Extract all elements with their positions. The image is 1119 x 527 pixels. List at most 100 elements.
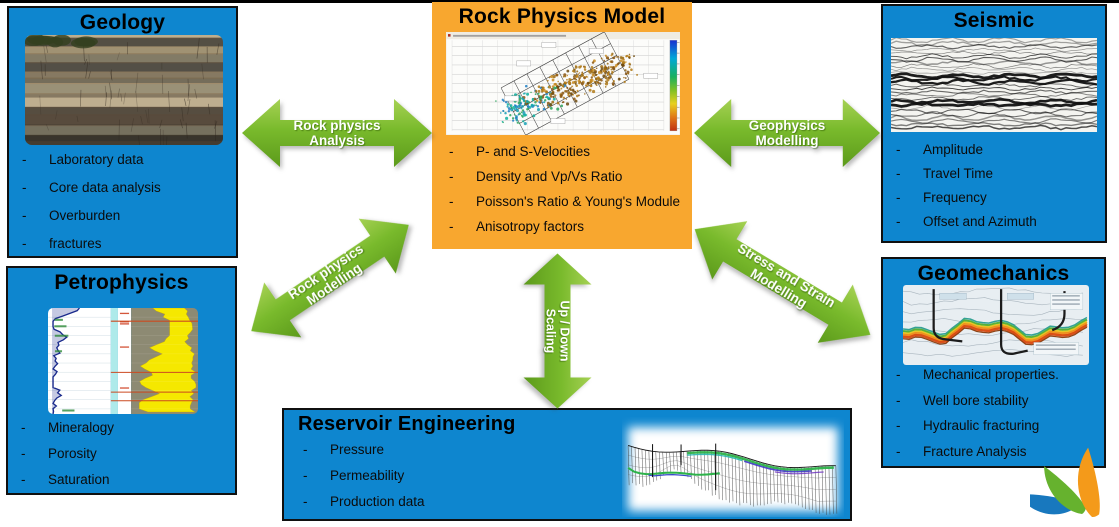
rock-physics-model-title: Rock Physics Model bbox=[458, 5, 666, 28]
list-item-text: fractures bbox=[49, 236, 102, 251]
list-item-text: Density and Vp/Vs Ratio bbox=[476, 169, 623, 184]
geology-panel: Geology - Laboratory data - Core data anal… bbox=[7, 6, 238, 258]
arrow-geophysics-modelling: Geophysics Modelling bbox=[694, 93, 880, 173]
petrophysics-panel: Petrophysics -Mineralogy - Porosity -Satu… bbox=[6, 266, 237, 495]
bullet-dash: - bbox=[22, 180, 27, 195]
three-petal-logo-icon bbox=[1015, 446, 1108, 526]
bullet-dash: - bbox=[896, 443, 901, 459]
geomechanics-title: Geomechanics bbox=[917, 262, 1070, 285]
seismic-panel: Seismic -Amplitude -Travel Time -Frequen… bbox=[881, 4, 1107, 243]
arrow-stress-strain-modelling: Stress and Strain Modelling bbox=[674, 195, 891, 369]
top-border-line bbox=[0, 0, 1119, 3]
list-item: - Permeability bbox=[300, 467, 600, 485]
seismic-section-image bbox=[891, 38, 1097, 132]
list-item: - Porosity bbox=[18, 445, 231, 463]
list-item: - Mechanical properties. bbox=[893, 366, 1100, 384]
arrow-rock-physics-modelling: Rock physics Modelling bbox=[229, 193, 430, 364]
list-item: -Mineralogy bbox=[18, 419, 231, 437]
crossplot-image bbox=[446, 32, 680, 135]
list-item-text: Fracture Analysis bbox=[923, 443, 1027, 459]
bullet-dash: - bbox=[303, 442, 308, 457]
list-item-text: Permeability bbox=[330, 468, 405, 483]
list-item: - Frequency bbox=[893, 189, 1101, 207]
list-item-text: Travel Time bbox=[923, 166, 994, 181]
list-item-text: Hydraulic fracturing bbox=[923, 418, 1040, 433]
list-item-text: Porosity bbox=[48, 446, 97, 461]
list-item: -Offset and Azimuth bbox=[893, 213, 1101, 231]
arrow-label: Up / Down Scaling bbox=[518, 254, 598, 409]
geology-title: Geology bbox=[79, 11, 166, 34]
list-item-text: Well bore stability bbox=[923, 392, 1029, 408]
company-logo bbox=[1015, 438, 1119, 526]
reservoir-engineering-panel: Reservoir Engineering - Pressure - Permeab… bbox=[282, 408, 852, 521]
bullet-dash: - bbox=[22, 152, 27, 167]
list-item-text: Mineralogy bbox=[48, 420, 115, 435]
arrow-up-down-scaling: Up / Down Scaling bbox=[518, 253, 598, 409]
bullet-dash: - bbox=[449, 144, 454, 159]
list-item-text: Frequency bbox=[923, 190, 987, 205]
reservoir-list: - Pressure - Permeability -Production data bbox=[300, 441, 600, 511]
double-arrow-icon bbox=[694, 99, 880, 167]
arrow-label: Geophysics Modelling bbox=[694, 93, 880, 173]
list-item: - Density and Vp/Vs Ratio bbox=[446, 168, 688, 186]
reservoir-engineering-title: Reservoir Engineering bbox=[298, 413, 516, 435]
arrow-label: Stress and Strain Modelling bbox=[674, 195, 891, 369]
list-item: - Travel Time bbox=[893, 165, 1101, 183]
double-arrow-icon bbox=[523, 253, 592, 409]
arrow-label-line: Modelling bbox=[755, 133, 819, 148]
geology-list: - Laboratory data - Core data analysis -Ov… bbox=[19, 151, 232, 253]
bullet-dash: - bbox=[449, 194, 454, 209]
list-item: - Core data analysis bbox=[19, 179, 232, 197]
list-item: - Pressure bbox=[300, 441, 600, 459]
seismic-list: -Amplitude - Travel Time - Frequency -Offs… bbox=[893, 141, 1101, 231]
rock-physics-list: - P- and S-Velocities - Density and Vp/Vs … bbox=[446, 143, 688, 236]
arrow-label: Rock physics Analysis bbox=[242, 93, 432, 173]
bullet-dash: - bbox=[449, 169, 454, 184]
arrow-label-line: Scaling bbox=[543, 308, 558, 354]
list-item-text: Saturation bbox=[48, 472, 110, 487]
arrow-rock-physics-analysis: Rock physics Analysis bbox=[242, 93, 432, 173]
list-item: -Anisotropy factors bbox=[446, 218, 688, 236]
list-item: -Production data bbox=[300, 493, 600, 511]
list-item: - fractures bbox=[19, 235, 232, 253]
list-item-text: P- and S-Velocities bbox=[476, 144, 591, 159]
list-item: -Overburden bbox=[19, 207, 232, 225]
bullet-dash: - bbox=[22, 208, 27, 223]
bullet-dash: - bbox=[449, 219, 454, 234]
bullet-dash: - bbox=[21, 446, 26, 461]
bullet-dash: - bbox=[22, 236, 27, 251]
bullet-dash: - bbox=[896, 166, 901, 181]
list-item-text: Core data analysis bbox=[49, 180, 161, 195]
list-item: -Amplitude bbox=[893, 141, 1101, 159]
petrophysics-title: Petrophysics bbox=[54, 271, 189, 294]
list-item: - Hydraulic fracturing bbox=[893, 417, 1100, 435]
petrophysics-list: -Mineralogy - Porosity -Saturation bbox=[18, 419, 231, 489]
list-item: - P- and S-Velocities bbox=[446, 143, 688, 161]
geomechanics-panel: Geomechanics - Mechanical properties. - We… bbox=[881, 257, 1106, 468]
bullet-dash: - bbox=[896, 418, 901, 433]
arrow-label: Rock physics Modelling bbox=[229, 193, 430, 364]
list-item-text: Mechanical properties. bbox=[923, 367, 1059, 382]
arrow-label-line: Analysis bbox=[309, 133, 365, 148]
double-arrow-icon bbox=[242, 99, 432, 167]
bullet-dash: - bbox=[303, 468, 308, 483]
geomechanics-list: - Mechanical properties. - Well bore stabi… bbox=[893, 366, 1100, 461]
well-log-image bbox=[48, 308, 198, 414]
list-item: - Poisson's Ratio & Young's Module bbox=[446, 193, 688, 211]
bullet-dash: - bbox=[896, 190, 901, 205]
geomechanics-model-image bbox=[903, 285, 1089, 365]
list-item: - Well bore stability bbox=[893, 392, 1100, 410]
list-item-text: Pressure bbox=[330, 442, 385, 457]
list-item: -Saturation bbox=[18, 471, 231, 489]
list-item-text: Production data bbox=[330, 494, 425, 509]
arrow-label-line: Rock physics bbox=[293, 117, 381, 133]
rock-outcrop-image bbox=[25, 35, 223, 145]
bullet-dash: - bbox=[896, 392, 901, 408]
list-item-text: Poisson's Ratio & Young's Module bbox=[476, 194, 681, 209]
list-item: - Fracture Analysis bbox=[893, 443, 1100, 461]
list-item: - Laboratory data bbox=[19, 151, 232, 169]
double-arrow-icon bbox=[251, 218, 409, 338]
bullet-dash: - bbox=[896, 367, 901, 382]
list-item-text: Laboratory data bbox=[49, 152, 144, 167]
